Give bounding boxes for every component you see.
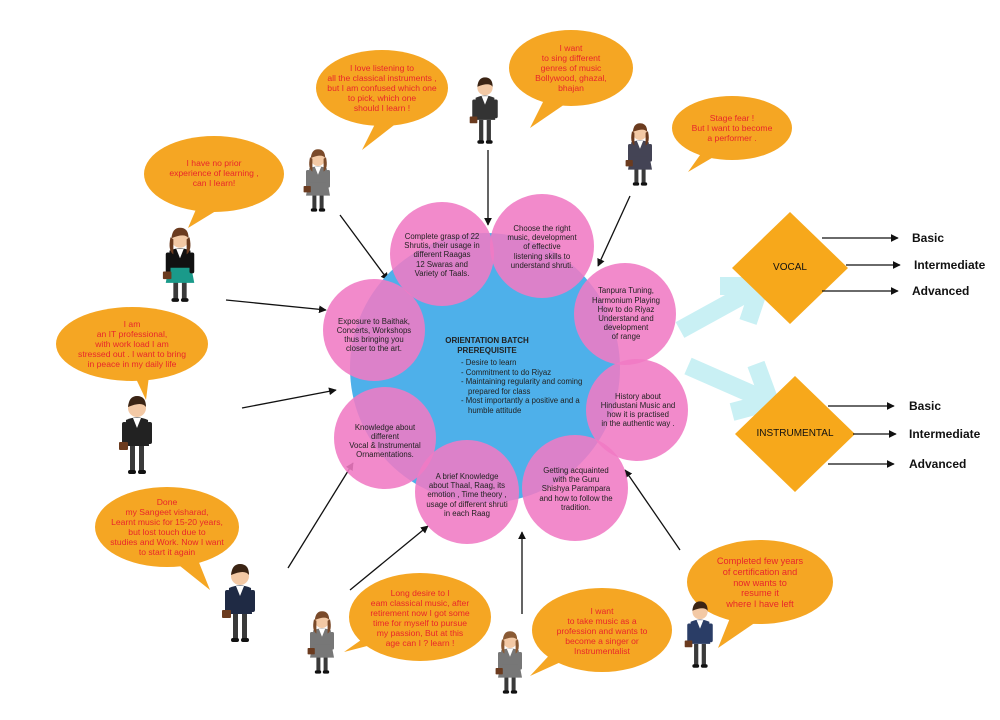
person-icon	[162, 227, 195, 302]
topic-petal	[390, 202, 494, 306]
person-icon	[222, 564, 255, 642]
bubble-text: I am an IT professional, with work load …	[78, 318, 186, 370]
prerequisite-item: Most importantly a positive and a humble…	[460, 396, 590, 415]
instrumental-level-intermediate: Intermediate	[909, 427, 981, 441]
topic-petal	[522, 435, 628, 541]
connector-line	[225, 299, 327, 314]
center-title: ORIENTATION BATCH PREREQUISITE	[445, 336, 529, 355]
petal-text: A brief Knowledge about Thaal, Raag, its…	[426, 472, 508, 518]
topic-petal	[574, 263, 676, 365]
person-icon	[119, 396, 152, 474]
bubble-tail	[362, 118, 398, 150]
bubble-text: I have no prior experience of learning ,…	[169, 157, 259, 189]
prerequisite-list: Desire to learn Commitment to do Riyaz M…	[460, 358, 590, 415]
connector-line	[349, 525, 429, 591]
vocal-level-intermediate: Intermediate	[914, 258, 986, 272]
topic-petal	[415, 440, 519, 544]
prerequisite-item: Desire to learn	[460, 358, 590, 368]
topic-petal	[586, 359, 688, 461]
topic-petal	[323, 279, 425, 381]
connector-line	[241, 387, 337, 409]
connector-line	[287, 462, 354, 569]
speech-bubble	[687, 540, 833, 624]
vocal-diamond	[732, 212, 848, 324]
bubble-tail	[718, 618, 756, 648]
speech-bubble	[144, 136, 284, 212]
instrumental-label: INSTRUMENTAL	[756, 428, 834, 439]
person-icon	[303, 149, 330, 212]
bubble-tail	[530, 98, 568, 128]
person-icon	[307, 611, 334, 674]
chevron-arrow-icon	[684, 357, 774, 411]
petal-text: Getting acquainted with the Guru Shishya…	[539, 466, 613, 512]
person-icon	[469, 77, 498, 144]
vocal-level-basic: Basic	[912, 231, 945, 245]
bubble-text: Long desire to l eam classical music, af…	[370, 587, 470, 649]
instrumental-diamond	[735, 376, 855, 492]
speech-bubble	[672, 96, 792, 160]
speech-bubble	[95, 487, 239, 567]
prerequisite-item: Commitment to do Riyaz	[460, 368, 590, 378]
petal-text: Complete grasp of 22 Shrutis, their usag…	[404, 232, 480, 278]
vocal-label: VOCAL	[773, 262, 807, 273]
speech-bubble	[349, 573, 491, 661]
topic-petal	[490, 194, 594, 298]
petal-text: Exposure to Baithak, Concerts, Workshops…	[336, 316, 412, 354]
speech-bubble	[532, 588, 672, 672]
person-icon	[495, 631, 522, 694]
instrumental-level-basic: Basic	[909, 399, 942, 413]
petal-text: Tanpura Tuning, Harmonium Playing How to…	[591, 286, 661, 342]
petal-text: Knowledge about different Vocal & Instru…	[349, 422, 421, 460]
topic-petal	[334, 387, 436, 489]
petal-text: Choose the right music, development of e…	[507, 224, 577, 270]
person-icon	[684, 601, 713, 668]
bubble-text: I love listening to all the classical in…	[327, 62, 437, 114]
vocal-level-advanced: Advanced	[912, 284, 970, 298]
person-icon	[625, 123, 652, 186]
speech-bubble	[509, 30, 633, 106]
bubble-text: Stage fear ! But I want to become a perf…	[691, 112, 773, 144]
petal-text: History about Hindustani Music and how i…	[600, 391, 676, 429]
connector-line	[597, 195, 631, 267]
bubble-text: Done my Sangeet visharad, Learnt music f…	[110, 496, 224, 558]
speech-bubble	[56, 307, 208, 381]
connector-line	[624, 469, 681, 551]
prerequisite-item: Maintaining regularity and coming prepar…	[460, 377, 590, 396]
bubble-text: I want to take music as a profession and…	[556, 605, 648, 657]
connector-line	[339, 214, 389, 281]
instrumental-level-advanced: Advanced	[909, 457, 967, 471]
bubble-text: Completed few years of certification and…	[716, 555, 804, 610]
bubble-text: I want to sing different genres of music…	[535, 42, 607, 94]
speech-bubble	[316, 50, 448, 126]
